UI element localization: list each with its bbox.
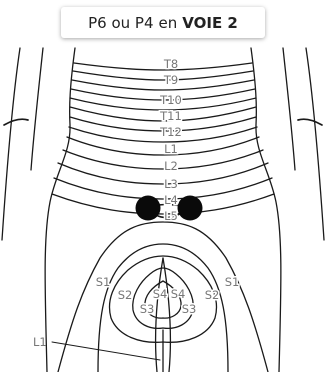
right-arm-inner: [283, 48, 295, 170]
sacral-label-s1-left: S1: [96, 275, 111, 289]
spine-label-t9: T9: [163, 73, 178, 87]
gluteal-line-right: [163, 258, 170, 372]
sacral-label-s4-left: S4: [153, 287, 168, 301]
electrode-right: [178, 196, 203, 221]
sacral-label-s4-right: S4: [171, 287, 186, 301]
spine-label-t8: T8: [163, 57, 178, 71]
left-arm-inner: [31, 48, 43, 170]
gluteal-line-left: [156, 258, 163, 372]
spine-label-l1: L1: [164, 142, 178, 156]
electrode-left: [136, 196, 161, 221]
sacral-label-s3-left: S3: [140, 302, 155, 316]
sacral-label-s2-right: S2: [205, 288, 220, 302]
callout-line: [52, 342, 160, 360]
sacral-label-s2-left: S2: [118, 288, 133, 302]
right-arm-outer: [306, 48, 324, 240]
sacral-label-s3-right: S3: [182, 302, 197, 316]
spine-label-l5: L5: [164, 209, 178, 223]
torso-right-outline: [251, 48, 281, 372]
spine-label-l2: L2: [164, 159, 178, 173]
band-12: [54, 178, 272, 199]
band-11: [58, 163, 268, 184]
spine-label-t11: T11: [159, 109, 182, 123]
band-10: [63, 150, 263, 169]
spine-label-l3: L3: [164, 177, 178, 191]
band-9: [67, 137, 259, 155]
sacral-label-s1-right: S1: [225, 275, 240, 289]
torso-left-outline: [45, 48, 75, 372]
spine-label-t12: T12: [159, 125, 182, 139]
right-elbow-crease: [298, 119, 322, 125]
callout-label-l1: L1: [33, 335, 47, 349]
left-elbow-crease: [4, 119, 28, 125]
left-arm-outer: [2, 48, 20, 240]
spine-label-l4: L4: [164, 193, 178, 207]
spine-label-t10: T10: [159, 93, 182, 107]
